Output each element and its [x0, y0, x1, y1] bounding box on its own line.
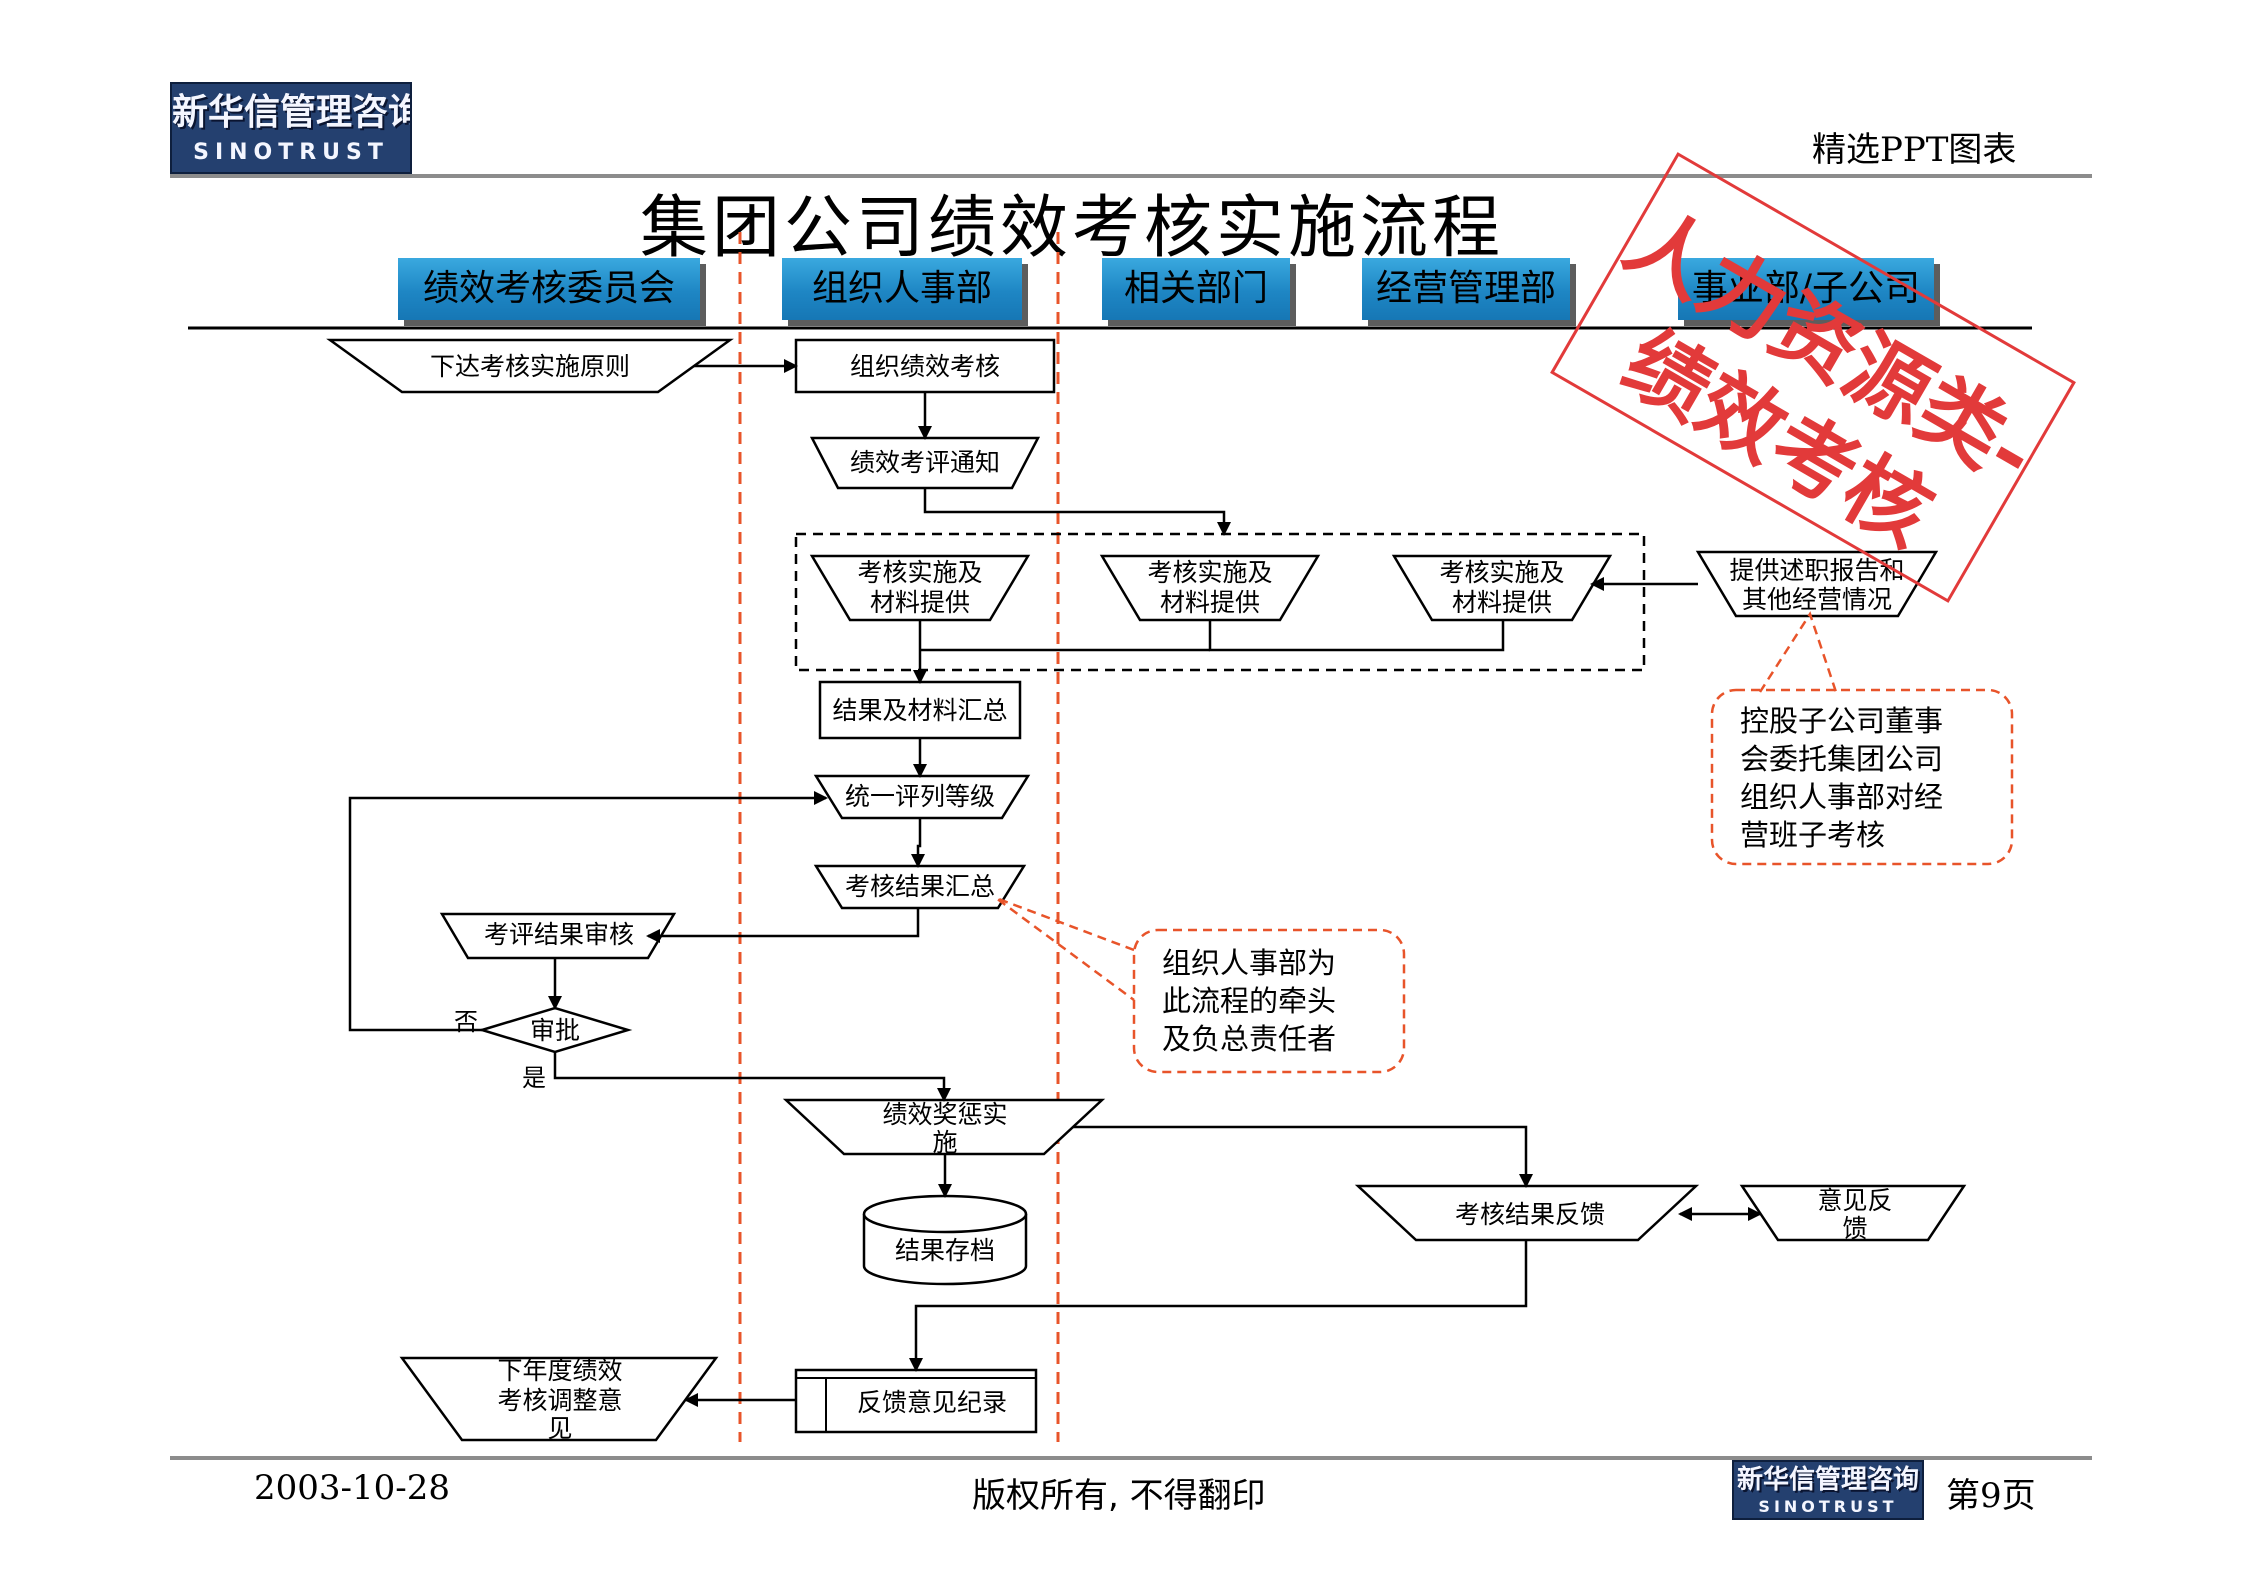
- lane-header-operations: 经营管理部: [1362, 258, 1570, 320]
- text-reward-line1: 绩效奖惩实: [882, 1100, 1008, 1129]
- shape-impl-3: [1391, 554, 1613, 622]
- footer-logo-cn: 新华信管理咨询: [1736, 1465, 1919, 1495]
- text-report-line2: 其他经营情况: [1741, 585, 1892, 614]
- shape-archive: [862, 1214, 1028, 1286]
- text-notice: 绩效考评通知: [849, 448, 1000, 477]
- text-result-review: 考评结果审核: [483, 920, 634, 949]
- shape-unified-grading: [813, 774, 1031, 820]
- shape-approve: [477, 1006, 633, 1054]
- text-impl-1-line1: 考核实施及: [857, 558, 983, 587]
- note-lead-line1: 组织人事部为: [1162, 946, 1337, 980]
- note-lead-line3: 及负总责任者: [1162, 1022, 1337, 1056]
- shape-next-year: [399, 1356, 719, 1442]
- note-subsidiary-tail: [1758, 611, 1838, 693]
- text-result-summary: 考核结果汇总: [844, 872, 995, 901]
- label-no: 否: [454, 1008, 478, 1036]
- footer-date: 2003-10-28: [254, 1468, 451, 1508]
- header-logo-en: SINOTRUST: [193, 140, 389, 165]
- top-right-caption: 精选PPT图表: [1812, 130, 2017, 170]
- text-archive: 结果存档: [894, 1236, 995, 1265]
- note-lead-tail: [995, 896, 1135, 1002]
- footer-logo-en: SINOTRUST: [1758, 1497, 1898, 1516]
- shape-archive-top: [862, 1194, 1028, 1234]
- header-rule: [170, 174, 2092, 178]
- shape-impl-2: [1099, 554, 1321, 622]
- text-report-line1: 提供述职报告和: [1729, 556, 1905, 585]
- text-impl-2-line2: 材料提供: [1159, 588, 1260, 617]
- arrow-approve-no-loop: [348, 791, 828, 1032]
- note-subsidiary-line1: 控股子公司董事: [1740, 704, 1944, 738]
- text-issue-principles: 下达考核实施原则: [429, 352, 630, 381]
- lane-header-subsidiary: 事业部/子公司: [1678, 258, 1934, 320]
- text-impl-3-line1: 考核实施及: [1439, 558, 1565, 587]
- note-subsidiary-line2: 会委托集团公司: [1740, 742, 1944, 776]
- label-yes: 是: [522, 1064, 546, 1092]
- lane-header-related-depts: 相关部门: [1102, 258, 1290, 320]
- shape-result-summary: [813, 864, 1027, 910]
- page-title: 集团公司绩效考核实施流程: [640, 189, 1505, 268]
- note-subsidiary-box: [1710, 688, 2014, 866]
- text-record: 反馈意见纪录: [856, 1388, 1007, 1417]
- shape-organize-appraisal: [794, 338, 1056, 394]
- note-lead-line2: 此流程的牵头: [1162, 984, 1337, 1018]
- arrow-notice-to-group: [923, 488, 1231, 536]
- arrow-grading-to-result: [911, 818, 925, 868]
- lane-header-committee: 绩效考核委员会: [398, 258, 700, 320]
- shape-opinion: [1739, 1184, 1967, 1242]
- footer-rule: [170, 1456, 2092, 1460]
- text-next-year-line1: 下年度绩效: [497, 1356, 623, 1385]
- header-logo: 新华信管理咨询 SINOTRUST: [170, 82, 412, 174]
- arrow-result-to-review: [646, 908, 920, 943]
- note-lead-box: [1132, 928, 1406, 1074]
- text-reward-line2: 施: [932, 1128, 958, 1157]
- footer-page: 第9页: [1946, 1476, 2036, 1516]
- text-summary-materials: 结果及材料汇总: [832, 696, 1008, 725]
- shape-result-review: [439, 912, 677, 960]
- text-impl-2-line1: 考核实施及: [1147, 558, 1273, 587]
- shape-feedback: [1354, 1184, 1700, 1242]
- text-opinion-line2: 馈: [1842, 1214, 1868, 1243]
- footer-logo: 新华信管理咨询 SINOTRUST: [1732, 1460, 1924, 1520]
- line-impl-join: [1208, 620, 1505, 652]
- text-impl-1-line2: 材料提供: [869, 588, 970, 617]
- shape-reward: [782, 1098, 1106, 1156]
- shape-report: [1695, 550, 1939, 618]
- text-impl-3-line2: 材料提供: [1451, 588, 1552, 617]
- text-unified-grading: 统一评列等级: [844, 782, 995, 811]
- text-organize-appraisal: 组织绩效考核: [849, 352, 1000, 381]
- text-next-year-line3: 见: [547, 1414, 573, 1443]
- arrow-approve-yes: [553, 1052, 951, 1102]
- shape-record: [794, 1368, 1038, 1434]
- text-approve: 审批: [529, 1016, 580, 1045]
- shape-notice: [809, 436, 1041, 490]
- arrow-reward-to-feedback: [1073, 1125, 1533, 1188]
- arrow-feedback-to-record: [909, 1240, 1528, 1372]
- footer-copyright: 版权所有, 不得翻印: [972, 1476, 1266, 1516]
- note-subsidiary-line4: 营班子考核: [1740, 818, 1886, 852]
- text-next-year-line2: 考核调整意: [497, 1386, 623, 1415]
- header-logo-cn: 新华信管理咨询: [172, 92, 412, 133]
- shape-summary-materials: [818, 680, 1022, 740]
- lane-header-hr: 组织人事部: [782, 258, 1022, 320]
- shape-impl-1: [809, 554, 1031, 622]
- text-feedback: 考核结果反馈: [1454, 1200, 1605, 1229]
- note-subsidiary-line3: 组织人事部对经: [1740, 780, 1944, 814]
- shape-issue-principles: [326, 338, 734, 394]
- text-opinion-line1: 意见反: [1817, 1186, 1893, 1215]
